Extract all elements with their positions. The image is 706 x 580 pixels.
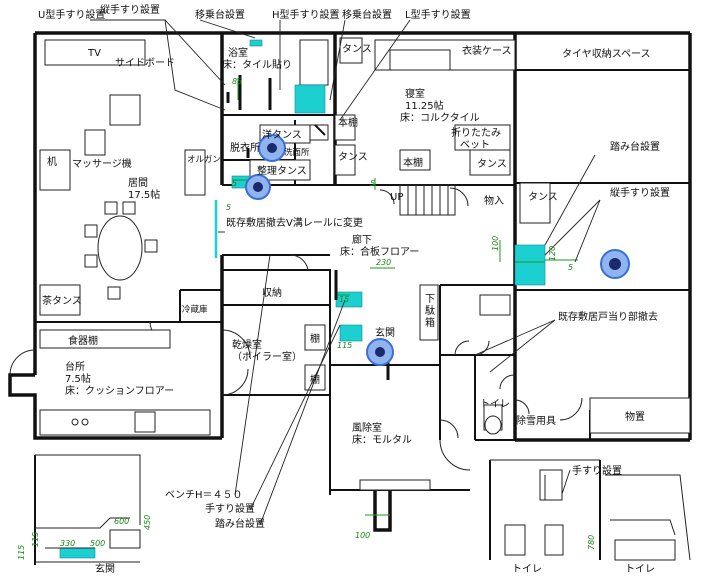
label-snow-tools: 除雪用具 [516,414,556,427]
dim-115b: 115 [17,545,26,560]
dim-450: 450 [143,515,152,530]
label-threshold-change: 既存敷居撤去V溝レールに変更 [226,216,363,229]
label-hall: 廊下 [352,233,372,246]
dimensions: 85 5 5 5 100 120 5 230 15 115 100 600 45… [17,77,596,560]
label-bath: 浴室 [228,46,248,59]
dim-115: 115 [337,341,352,350]
dim-5a: 5 [232,179,237,188]
label-shelf2: 棚 [310,373,320,386]
inset-toilet [489,459,691,561]
label-vertical-rail2: 縦手すり設置 [610,186,670,199]
dim-780: 780 [587,535,596,550]
dim-230: 230 [376,258,391,267]
label-entrance: 玄関 [375,326,395,339]
label-fridge: 冷蔵庫 [182,304,208,315]
label-bookshelf1: 本棚 [338,116,358,129]
dim-100a: 100 [491,236,500,251]
label-transfer-step: 移乗台設置 [195,8,245,21]
label-h-rail: H型手すり設置 [272,8,340,21]
label-dishes: 食器棚 [68,334,98,347]
label-rail-install2: 手すり設置 [572,464,622,477]
label-shelf1: 棚 [310,332,320,345]
label-kitchen-size: 7.5帖 [65,372,91,385]
label-tansu4: タンス [528,191,558,203]
label-shoe1: 下 [425,294,435,305]
label-kitchen: 台所 [65,360,85,373]
label-storeroom: 物置 [625,410,645,423]
dim-330: 330 [60,539,75,548]
label-hall-floor: 床：合板フロアー [340,245,419,258]
label-western-tansu: 洋タンス [262,128,302,141]
dim-100b: 100 [355,531,370,540]
label-tansu1: タンス [342,43,372,55]
labels: U型手すり設置 縦手すり設置 移乗台設置 H型手すり設置 移乗台設置 L型手すり… [38,3,670,575]
label-rail-install: 手すり設置 [205,502,255,515]
accent-marks [59,39,546,559]
label-bedroom-size: 11.25帖 [405,99,444,112]
furniture [39,37,691,491]
label-living: 居間 [128,177,148,189]
camera-icon[interactable] [245,174,271,200]
label-sideboard: サイドボード [115,57,175,69]
label-u-rail: U型手すり設置 [38,8,105,21]
label-up: UP [390,192,403,203]
label-living-size: 17.5帖 [128,188,160,201]
label-step-install: 踏み台設置 [610,140,660,153]
dim-500: 500 [90,539,105,548]
label-tv: TV [87,48,101,59]
camera-markers [245,134,630,366]
dim-120: 120 [548,246,557,261]
camera-icon[interactable] [258,134,286,162]
inset-entrance [34,454,141,565]
dim-5d: 5 [568,263,573,272]
label-bedroom-floor: 床：コルクタイル [400,111,480,124]
label-mud-room: 風除室 [352,421,382,434]
dim-600: 600 [114,517,129,526]
label-transfer-step2: 移乗台設置 [342,8,392,21]
label-foldable2: ベット [460,139,490,151]
label-tea-tansu: 茶タンス [42,294,82,307]
label-l-rail: L型手すり設置 [405,8,471,21]
label-toilet2: トイレ [512,564,542,575]
label-bench: ベンチH＝４５０ [165,489,243,501]
label-tansu3: タンス [477,158,507,170]
label-washroom: 洗面所 [284,147,310,158]
camera-icon[interactable] [600,249,630,279]
dim-85: 85 [232,77,242,86]
label-storage: 収納 [262,286,282,299]
label-organize-tansu: 整理タンス [257,164,307,177]
label-tire-space: タイヤ収納スペース [562,47,651,60]
label-bookshelf2: 本棚 [403,156,423,169]
label-entrance2: 玄関 [95,562,115,575]
label-threshold-remove: 既存敷居戸当り部撤去 [558,310,658,323]
label-carry-in: 物入 [484,194,504,207]
dim-115c: 115 [31,532,40,547]
label-mud-floor: 床：モルタル [352,433,412,446]
label-toilet: トイレ [480,399,510,410]
leader-lines [90,19,601,526]
label-bedroom: 寝室 [405,87,425,100]
label-tansu2: タンス [338,151,368,163]
label-drying-sub: （ボイラー室） [232,350,302,363]
dim-5c: 5 [370,179,375,188]
label-desk: 机 [47,155,57,168]
dim-5b: 5 [226,203,231,212]
camera-icon[interactable] [366,338,394,366]
label-vertical-rail: 縦手すり設置 [100,3,160,16]
label-massage: マッサージ機 [72,157,132,170]
label-shoe3: 箱 [425,316,435,329]
label-toilet3: トイレ [625,564,655,575]
label-step-install2: 踏み台設置 [215,517,265,530]
label-organ: オルガン [187,154,221,165]
label-foldable: 折りたたみ [451,126,501,139]
label-dressing: 脱衣所 [230,141,260,154]
label-bath-floor: 床：タイル貼り [222,58,292,71]
label-kitchen-floor: 床：クッションフロアー [65,384,174,397]
label-drying: 乾燥室 [232,338,262,351]
dim-15: 15 [339,295,349,304]
label-shoe2: 駄 [425,304,435,317]
label-clothes-case: 衣装ケース [462,44,512,57]
stairs [399,184,456,216]
